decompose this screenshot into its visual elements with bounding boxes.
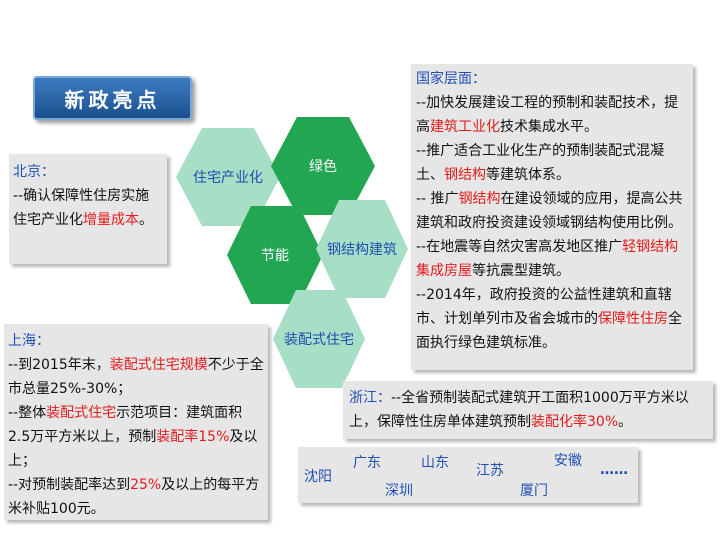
shanghai-policy-box: 上海： --到2015年末，装配式住宅规模不少于全市总量25%-30%； --整… bbox=[4, 324, 268, 520]
national-item-3: -- 推广钢结构在建设领域的应用，提高公共建筑和政府投资建设领域钢结构使用比例。 bbox=[416, 191, 683, 231]
city-xiamen: 厦门 bbox=[520, 483, 548, 499]
hexagon-steel-structure: 钢结构建筑 bbox=[316, 200, 408, 298]
city-shenyang: 沈阳 bbox=[304, 469, 332, 485]
city-guangdong: 广东 bbox=[353, 455, 381, 471]
national-title: 国家层面： bbox=[416, 71, 486, 87]
new-policy-highlights-banner: 新政亮点 bbox=[33, 76, 192, 120]
city-jiangsu: 江苏 bbox=[476, 463, 504, 479]
more-cities-ellipsis: …… bbox=[600, 462, 628, 478]
shanghai-item-1: --到2015年末，装配式住宅规模不少于全市总量25%-30%； bbox=[8, 357, 264, 397]
national-policy-box: 国家层面： --加快发展建设工程的预制和装配技术，提高建筑工业化技术集成水平。 … bbox=[411, 64, 693, 370]
city-shenzhen: 深圳 bbox=[385, 483, 413, 499]
hexagon-prefab-housing: 装配式住宅 bbox=[273, 290, 365, 388]
beijing-title: 北京： bbox=[13, 164, 55, 180]
zhejiang-text: 浙江：--全省预制装配式建筑开工面积1000万平方米以上，保障性住房单体建筑预制… bbox=[349, 390, 689, 430]
cities-box bbox=[298, 447, 638, 503]
city-shandong: 山东 bbox=[421, 455, 449, 471]
national-item-4: --在地震等自然灾害高发地区推广轻钢结构集成房屋等抗震型建筑。 bbox=[416, 239, 679, 279]
beijing-policy-box: 北京： --确认保障性住房实施住宅产业化增量成本。 bbox=[9, 154, 167, 264]
city-anhui: 安徽 bbox=[554, 453, 582, 469]
shanghai-item-2: --整体装配式住宅示范项目：建筑面积2.5万平方米以上，预制装配率15%及以上； bbox=[8, 405, 258, 469]
national-item-2: --推广适合工业化生产的预制装配式混凝土、钢结构等建筑体系。 bbox=[416, 143, 665, 183]
beijing-text: --确认保障性住房实施住宅产业化增量成本。 bbox=[13, 188, 153, 228]
national-item-5: --2014年，政府投资的公益性建筑和直辖市、计划单列市及省会城市的保障性住房全… bbox=[416, 287, 682, 351]
national-item-1: --加快发展建设工程的预制和装配技术，提高建筑工业化技术集成水平。 bbox=[416, 95, 679, 135]
hexagon-green: 绿色 bbox=[271, 117, 375, 215]
shanghai-item-3: --对预制装配率达到25%及以上的每平方米补贴100元。 bbox=[8, 477, 260, 517]
zhejiang-policy-box: 浙江：--全省预制装配式建筑开工面积1000万平方米以上，保障性住房单体建筑预制… bbox=[343, 381, 713, 439]
shanghai-title: 上海： bbox=[8, 333, 50, 349]
